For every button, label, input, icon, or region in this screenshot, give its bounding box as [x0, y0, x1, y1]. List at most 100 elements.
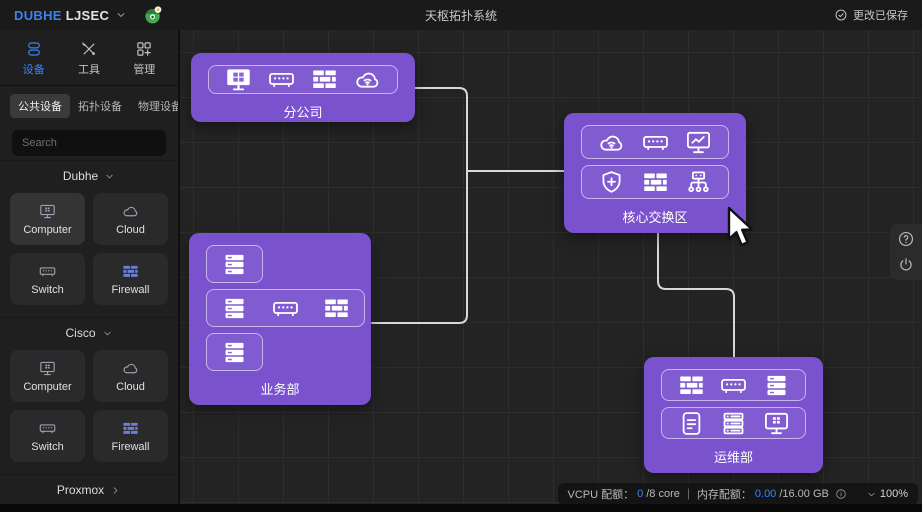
top-bar: DUBHE LJSEC 天枢拓扑系统 更改已保存 [0, 0, 922, 30]
shield-plus-icon [598, 169, 625, 196]
switch-icon [268, 66, 295, 93]
tools-icon [80, 40, 98, 58]
switch-icon [642, 129, 669, 156]
node-label: 核心交换区 [622, 210, 688, 225]
cloud-wifi-icon [598, 129, 625, 156]
sidebar-tab-label: 管理 [133, 64, 156, 76]
device-tile-firewall[interactable]: Firewall [93, 410, 168, 462]
server-icon [763, 372, 790, 399]
vendor-section-proxmox: Proxmox [0, 474, 178, 505]
vendor-header-proxmox[interactable]: Proxmox [0, 475, 178, 505]
bottom-strip [0, 504, 922, 512]
device-tile-computer[interactable]: Computer [10, 350, 85, 402]
chevron-down-icon [102, 328, 113, 339]
monitor-grid-icon [39, 360, 56, 377]
mem-quota-label: 内存配额： [696, 489, 752, 501]
node-device-group [661, 369, 806, 401]
zoom-level: 100% [879, 488, 908, 500]
cloud-icon [122, 203, 139, 220]
check-circle-icon [834, 8, 848, 22]
sidebar-tab-管理[interactable]: 管理 [127, 40, 161, 77]
node-device-group [581, 125, 729, 159]
switch-icon [39, 420, 56, 437]
help-button[interactable] [897, 230, 915, 248]
layers-icon [25, 40, 43, 58]
brand-menu[interactable]: DUBHE LJSEC [14, 5, 163, 25]
vcpu-used: 0 [637, 488, 644, 500]
hub-icon [685, 169, 712, 196]
edge-branch-to-business[interactable] [371, 87, 468, 324]
vendor-name: Dubhe [62, 169, 99, 183]
firewall-icon [311, 66, 338, 93]
chevron-down-icon [104, 171, 115, 182]
node-label: 运维部 [713, 450, 753, 465]
sidebar-tab-设备[interactable]: 设备 [17, 40, 51, 77]
subtab-物理设备[interactable]: 物理设备 [138, 101, 179, 113]
sidebar-tab-工具[interactable]: 工具 [72, 40, 106, 77]
device-tile-switch[interactable]: Switch [10, 253, 85, 305]
node-device-group [661, 407, 806, 439]
device-tile-label: Computer [23, 380, 72, 393]
status-divider: ｜ [682, 489, 694, 501]
chevron-down-icon [866, 489, 877, 500]
floating-action-panel [890, 224, 922, 280]
node-core-switch-zone[interactable]: 核心交换区 [564, 113, 746, 233]
vendor-header-cisco[interactable]: Cisco [0, 318, 178, 348]
device-tile-computer[interactable]: Computer [10, 193, 85, 245]
device-tile-cloud[interactable]: Cloud [93, 350, 168, 402]
node-business-dept[interactable]: 业务部 [189, 233, 371, 405]
search-input[interactable] [12, 130, 166, 156]
vcpu-total: /8 core [646, 488, 680, 500]
node-device-group [206, 245, 263, 283]
chevron-down-icon [115, 9, 127, 21]
zoom-control[interactable]: 100% [866, 488, 908, 500]
firewall-icon [678, 372, 705, 399]
server-icon [221, 295, 248, 322]
vendor-name: Cisco [65, 326, 96, 340]
brand-secondary: LJSEC [65, 7, 110, 23]
firewall-icon [122, 420, 139, 437]
topology-canvas[interactable]: 分公司核心交换区业务部运维部 [180, 30, 922, 504]
status-bar: VCPU 配额：0/8 core ｜ 内存配额：0.00/16.00 GB 10… [557, 483, 918, 505]
device-subtabs: 公共设备拓扑设备 物理设备 [0, 86, 178, 124]
device-tile-switch[interactable]: Switch [10, 410, 85, 462]
vendor-header-dubhe[interactable]: Dubhe [0, 161, 178, 191]
subtab-公共设备[interactable]: 公共设备 [10, 94, 70, 118]
chevron-right-icon [110, 485, 121, 496]
switch-icon [39, 263, 56, 280]
device-tile-label: Firewall [111, 440, 150, 453]
node-branch-office[interactable]: 分公司 [191, 53, 415, 122]
node-ops-dept[interactable]: 运维部 [644, 357, 823, 473]
monitor-win-icon [225, 66, 252, 93]
brand-primary: DUBHE [14, 7, 62, 23]
node-device-group [206, 289, 365, 327]
mem-used: 0.00 [754, 488, 777, 500]
info-icon[interactable] [835, 488, 847, 500]
vcpu-quota-label: VCPU 配额： [567, 489, 635, 501]
edge-core-to-ops[interactable] [657, 232, 735, 358]
monitor-grid-icon [763, 410, 790, 437]
avatar[interactable] [143, 5, 163, 25]
device-tile-label: Firewall [111, 283, 150, 296]
device-tile-label: Switch [31, 440, 64, 453]
firewall-icon [122, 263, 139, 280]
grid-icon [135, 40, 153, 58]
save-status: 更改已保存 [834, 7, 908, 23]
node-label: 分公司 [283, 105, 323, 120]
server-icon [221, 251, 248, 278]
device-tile-firewall[interactable]: Firewall [93, 253, 168, 305]
sidebar-tabs: 设备 工具管理 [0, 30, 178, 86]
device-tile-cloud[interactable]: Cloud [93, 193, 168, 245]
cloud-icon [122, 360, 139, 377]
device-tile-label: Cloud [116, 223, 145, 236]
node-device-group [581, 165, 729, 199]
edge-layer [371, 87, 735, 358]
power-button[interactable] [897, 256, 915, 274]
sidebar-tab-label: 设备 [22, 64, 45, 76]
mem-total: /16.00 GB [779, 488, 829, 500]
node-device-group [206, 333, 263, 371]
subtab-拓扑设备[interactable]: 拓扑设备 [78, 101, 122, 113]
